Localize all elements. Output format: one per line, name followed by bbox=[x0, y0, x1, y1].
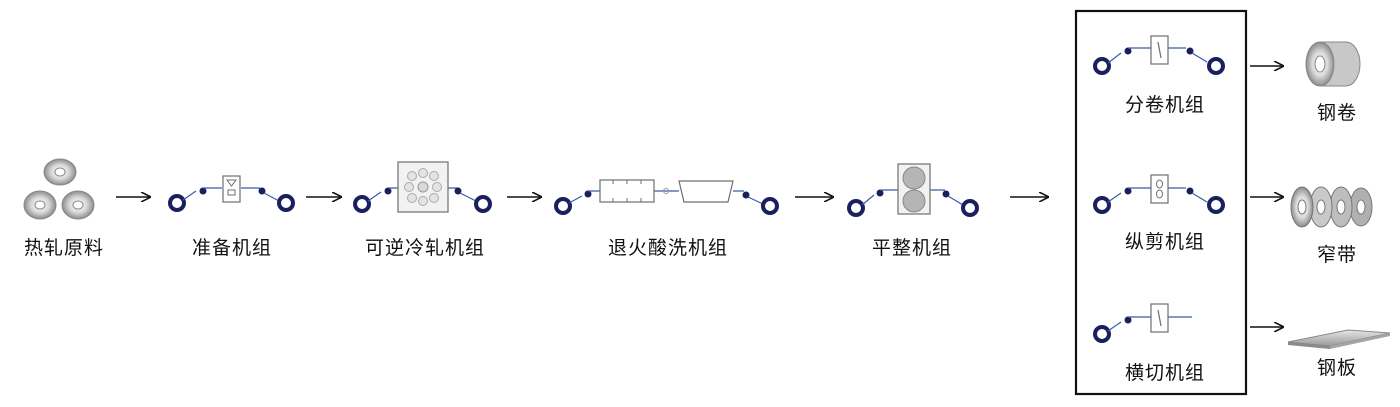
stage-label-annealing-pickling: 退火酸洗机组 bbox=[607, 237, 729, 259]
slitting-line-icon bbox=[1093, 174, 1225, 214]
raw-material-label: 热轧原料 bbox=[23, 237, 105, 259]
narrow-strip-coils-icon bbox=[1290, 186, 1373, 228]
finishing-label-recoiling: 分卷机组 bbox=[1124, 94, 1206, 116]
finishing-lines-box bbox=[1074, 9, 1248, 396]
product-label-steel-coil: 钢卷 bbox=[1316, 102, 1358, 124]
stage-label-preparation: 准备机组 bbox=[191, 237, 273, 259]
finishing-label-cut-to-length: 横切机组 bbox=[1124, 362, 1206, 384]
preparation-line-icon bbox=[168, 175, 295, 212]
finishing-label-slitting: 纵剪机组 bbox=[1124, 231, 1206, 253]
annealing-pickling-line-icon bbox=[554, 179, 779, 215]
steel-plate-icon bbox=[1287, 329, 1391, 349]
temper-mill-icon bbox=[847, 163, 979, 217]
steel-coil-icon bbox=[1305, 41, 1361, 87]
recoiling-line-icon bbox=[1093, 35, 1225, 75]
cut-to-length-line-icon bbox=[1093, 303, 1192, 343]
product-label-steel-plate: 钢板 bbox=[1316, 357, 1358, 379]
stage-label-temper-mill: 平整机组 bbox=[871, 237, 953, 259]
stage-label-reversing-cold-mill: 可逆冷轧机组 bbox=[364, 237, 486, 259]
reversing-cold-mill-icon bbox=[353, 161, 492, 213]
hot-rolled-coil-icon bbox=[23, 158, 95, 220]
product-label-narrow-strip: 窄带 bbox=[1316, 244, 1358, 266]
